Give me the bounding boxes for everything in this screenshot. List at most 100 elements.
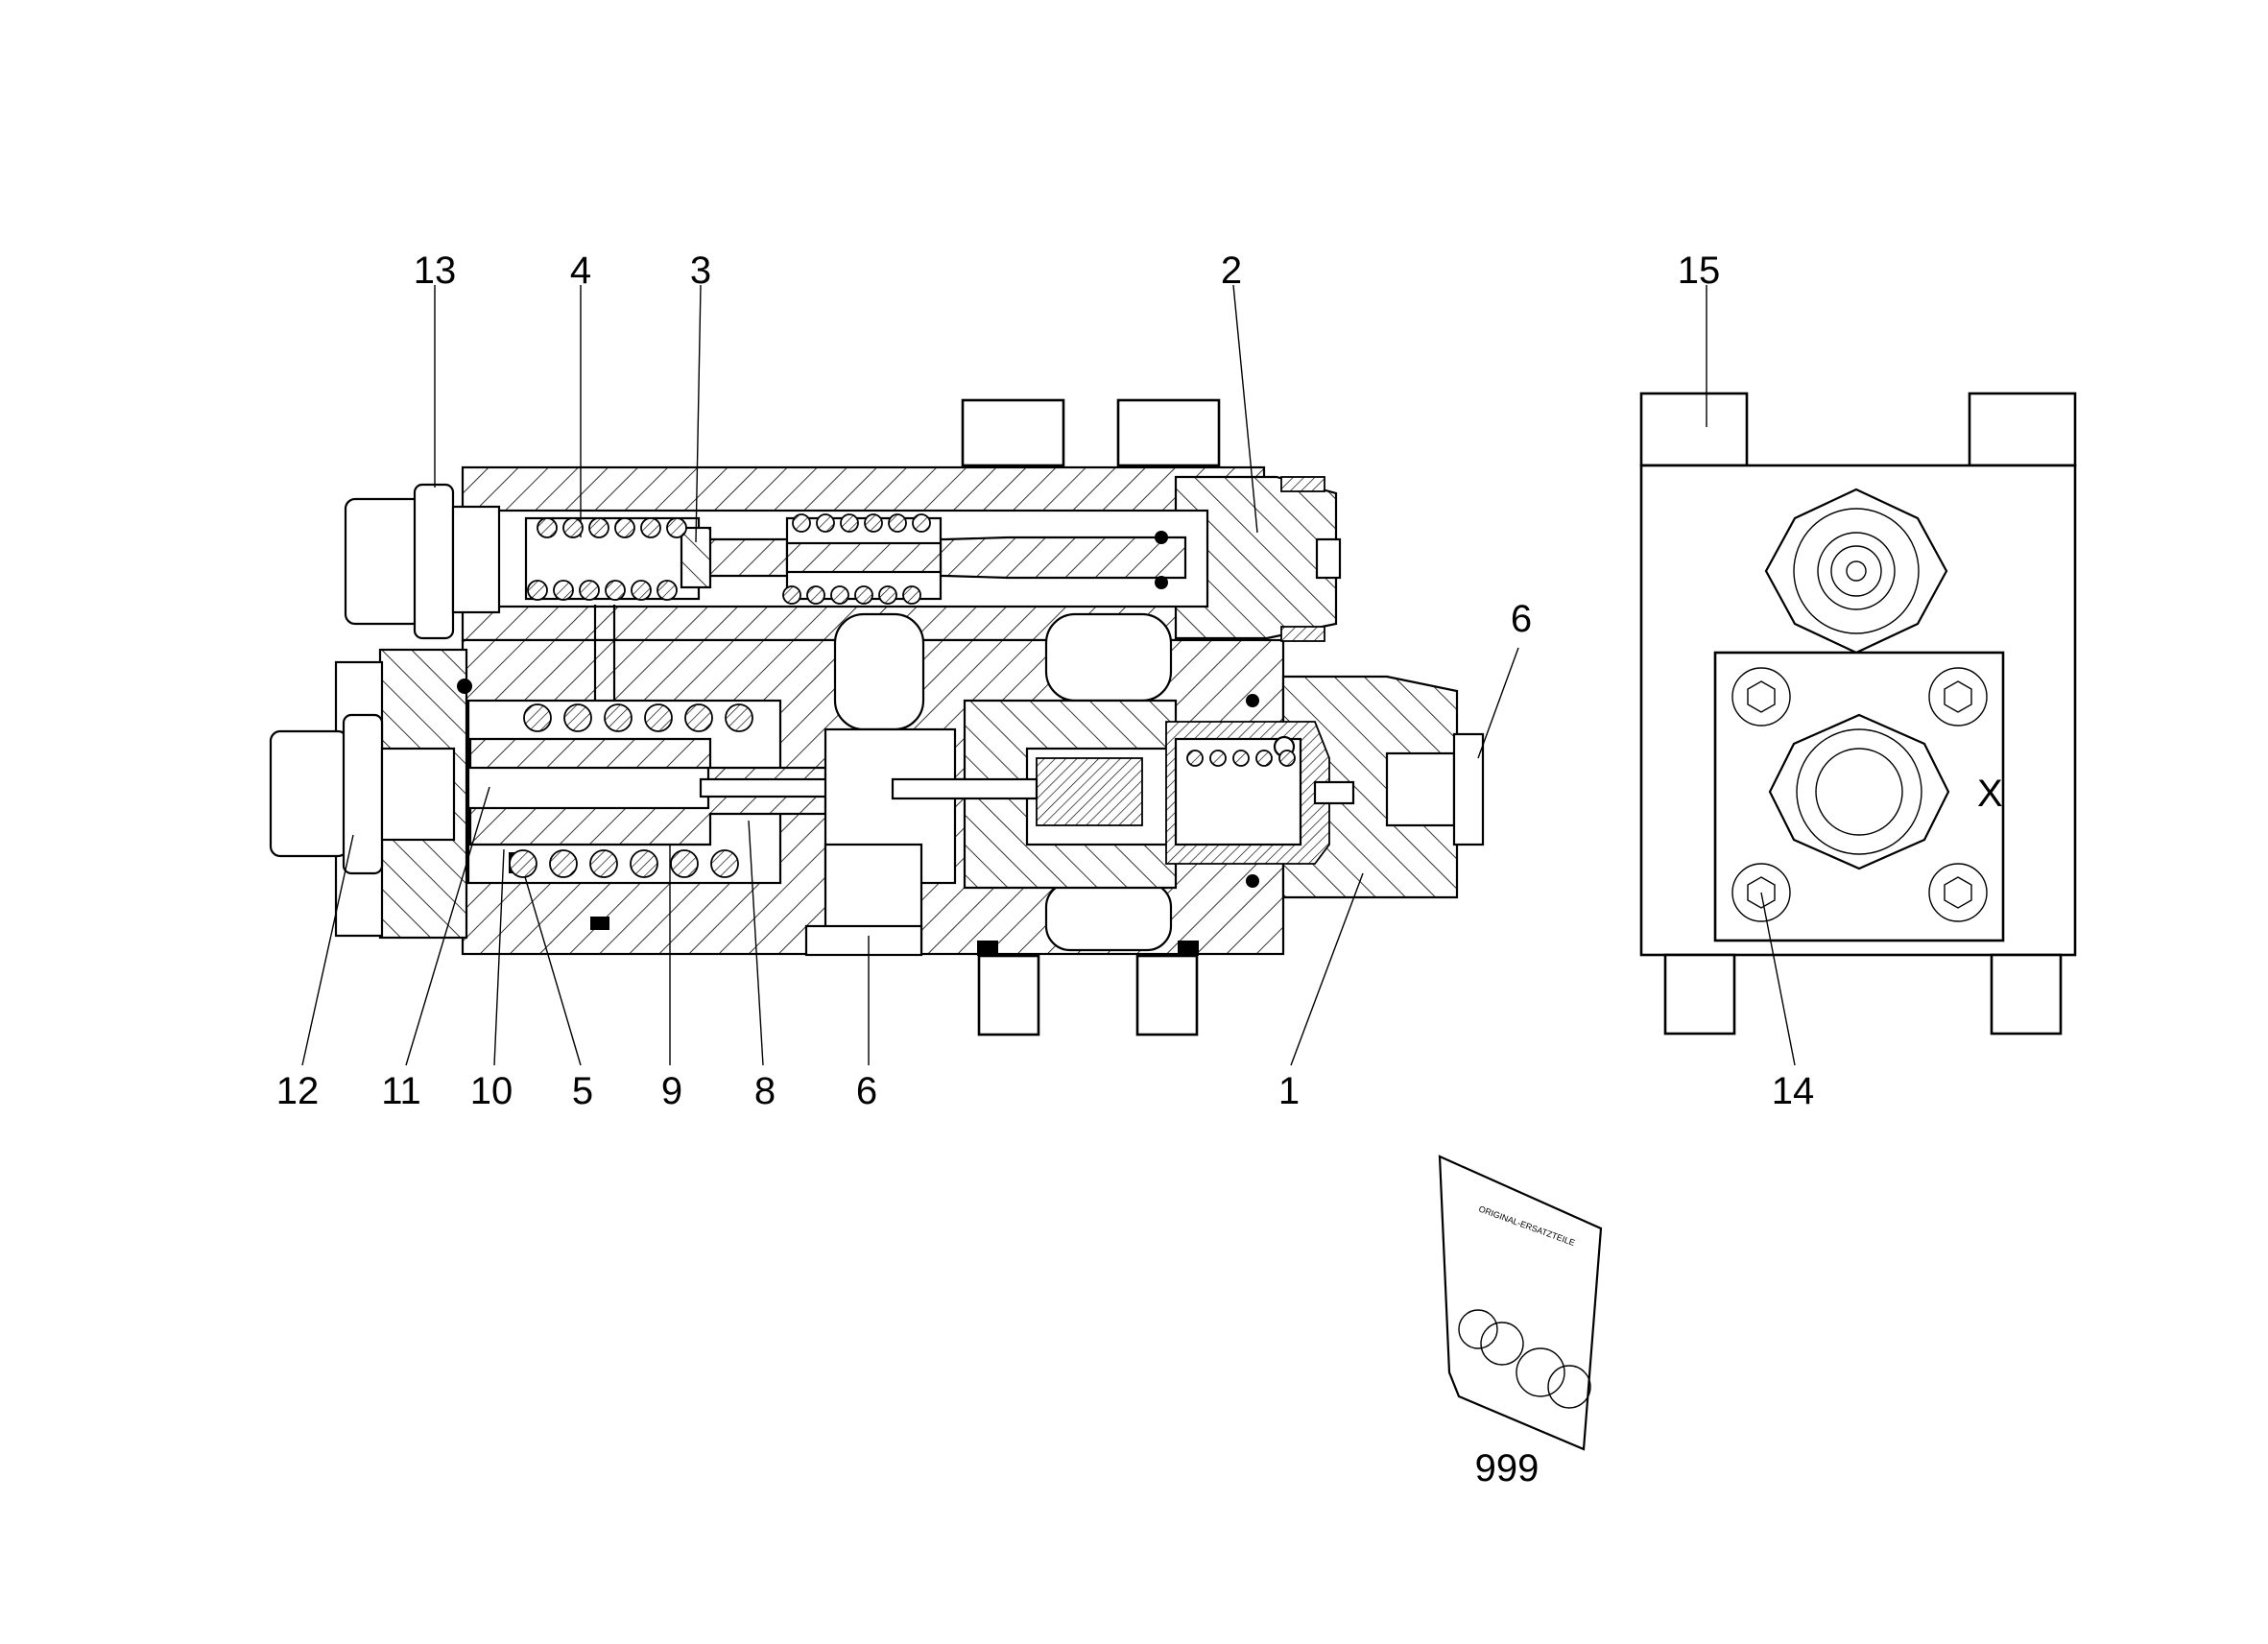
spring-coil — [792, 513, 811, 533]
spring-coil — [888, 513, 907, 533]
spring-coil — [864, 513, 883, 533]
lower-valve-chamber — [1044, 881, 1173, 952]
spring-coil — [816, 513, 835, 533]
callout-labels: 13 4 3 2 15 6 12 11 10 5 9 8 6 1 14 999 — [276, 250, 1815, 1489]
o-ring-upper-a — [1155, 531, 1168, 544]
valve-section-view — [269, 398, 1485, 1036]
callout-15: 15 — [1678, 250, 1721, 292]
spring-coil — [537, 517, 558, 538]
spring-coil — [605, 580, 626, 601]
spring-coil — [912, 513, 931, 533]
spring-coil — [588, 517, 609, 538]
flange-bolt-top-right — [1928, 667, 1988, 727]
bottom-stud-left — [977, 954, 1040, 1036]
spring-coil — [657, 580, 678, 601]
spring-coil — [589, 849, 618, 878]
right-adjust-screw — [1313, 780, 1355, 805]
spring-coil — [1255, 750, 1273, 767]
o-ring-a — [1458, 1309, 1498, 1349]
o-ring-bottom-b — [1178, 941, 1199, 956]
callout-4: 4 — [570, 250, 591, 292]
upper-hex-nut — [413, 483, 455, 640]
spring-coil — [830, 585, 849, 605]
spring-coil — [710, 849, 739, 878]
leader-14 — [1760, 892, 1796, 1066]
callout-6-bottom: 6 — [856, 1070, 877, 1112]
o-ring-left — [457, 679, 472, 694]
upper-plug-body — [451, 505, 501, 614]
port-marker-x: X — [1977, 773, 2003, 815]
o-ring-d — [1547, 1365, 1591, 1409]
callout-999: 999 — [1475, 1447, 1540, 1489]
spring-coil — [563, 703, 592, 732]
o-ring-b — [1480, 1322, 1524, 1366]
flange-bolt-bottom-right — [1928, 863, 1988, 922]
side-hex-inner-b — [1830, 545, 1882, 597]
spring-coil — [666, 517, 687, 538]
spring-coil — [1278, 750, 1296, 767]
o-ring-bottom-a — [977, 941, 998, 956]
top-stud-left — [961, 398, 1065, 467]
leader-6a — [1477, 647, 1519, 759]
spring-coil — [1232, 750, 1250, 767]
callout-8: 8 — [754, 1070, 776, 1112]
central-plug-head — [804, 924, 923, 957]
lower-plug-fitting — [269, 729, 349, 858]
central-cavity-upper — [833, 612, 925, 731]
spring-coil — [670, 849, 699, 878]
spring-coil — [549, 849, 578, 878]
flange-bolt-bottom-left — [1731, 863, 1791, 922]
spring-coil — [840, 513, 859, 533]
o-ring-c — [1516, 1347, 1565, 1397]
seal-kit-bag: ORIGINAL-ERSATZTEILE — [1438, 1155, 1603, 1451]
top-stud-right — [1116, 398, 1221, 467]
flange-bolt-top-left — [1731, 667, 1791, 727]
o-ring-upper-b — [1155, 576, 1168, 589]
callout-2: 2 — [1221, 250, 1242, 292]
spring-coil — [640, 517, 661, 538]
upper-cartridge-screw — [1315, 537, 1342, 580]
lower-spool-bore — [466, 766, 710, 810]
callout-3: 3 — [690, 250, 711, 292]
upper-inner-rod — [785, 541, 943, 574]
lower-plug-body — [380, 747, 456, 842]
spring-coil — [523, 703, 552, 732]
leader-12 — [301, 834, 354, 1066]
right-port-fitting — [1452, 732, 1485, 846]
spring-coil — [1209, 750, 1227, 767]
side-port-hex — [1768, 713, 1950, 870]
upper-valve-chamber — [1044, 612, 1173, 703]
spring-coil — [782, 585, 801, 605]
spring-coil — [902, 585, 921, 605]
leader-3 — [695, 284, 702, 543]
callout-9: 9 — [661, 1070, 682, 1112]
main-piston — [1036, 757, 1143, 826]
side-port-bore — [1815, 748, 1903, 836]
leader-10 — [493, 848, 505, 1066]
spring-coil — [553, 580, 574, 601]
leader-1 — [1290, 872, 1364, 1066]
upper-cartridge-seal — [1280, 476, 1325, 492]
spring-coil — [725, 703, 753, 732]
upper-cartridge — [1174, 475, 1338, 640]
spring-coil — [614, 517, 635, 538]
leader-5 — [517, 853, 582, 1066]
spring-coil — [1186, 750, 1204, 767]
spring-coil — [878, 585, 897, 605]
spring-coil — [631, 580, 652, 601]
spring-coil — [630, 849, 658, 878]
spring-coil — [562, 517, 584, 538]
side-bottom-stud-right — [1990, 953, 2063, 1036]
bottom-stud-right — [1135, 954, 1199, 1036]
side-hex-core — [1846, 560, 1867, 582]
spring-coil — [806, 585, 825, 605]
callout-12: 12 — [276, 1070, 320, 1112]
side-top-stud-left — [1639, 392, 1749, 467]
callout-10: 10 — [470, 1070, 513, 1112]
valve-side-view: X — [1639, 392, 2077, 1036]
leader-8 — [748, 820, 764, 1066]
side-top-stud-right — [1968, 392, 2077, 467]
spring-coil — [854, 585, 873, 605]
spring-coils — [509, 513, 1296, 878]
